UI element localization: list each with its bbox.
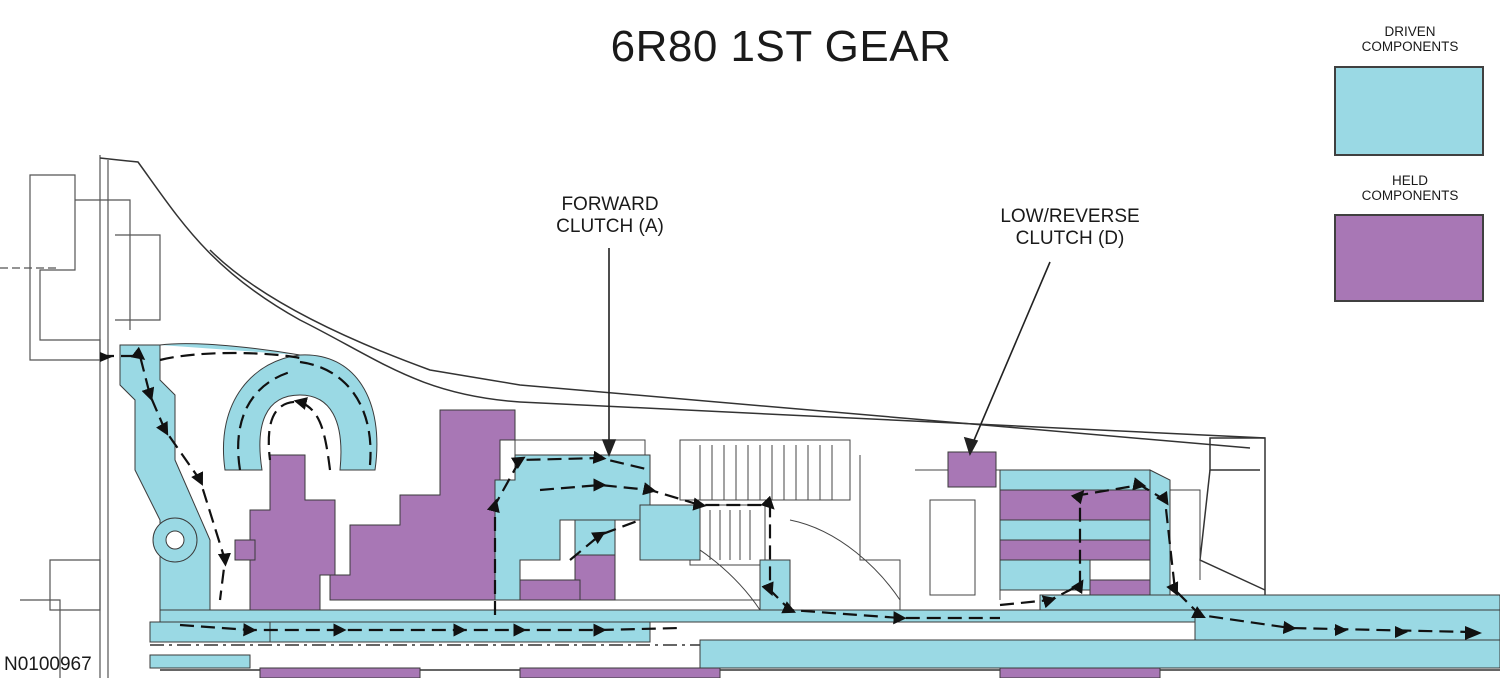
low-reverse-clutch-pack [947, 451, 997, 488]
flow-arrowheads [100, 352, 1482, 640]
power-flow-path [100, 346, 1471, 637]
housing-outline [0, 155, 161, 678]
callout-leaders [601, 248, 1051, 458]
legend-driven-swatch [1334, 66, 1484, 156]
legend-driven-label: DRIVEN COMPONENTS [1361, 24, 1459, 54]
low-reverse-clutch-label: LOW/REVERSE CLUTCH (D) [1000, 206, 1140, 249]
legend-held-label: HELD COMPONENTS [1361, 173, 1459, 203]
forward-clutch-label: FORWARD CLUTCH (A) [556, 194, 664, 237]
diagram-title: 6R80 1ST GEAR [610, 22, 952, 71]
figure-id: N0100967 [4, 654, 92, 675]
legend-held-swatch [1334, 214, 1484, 302]
